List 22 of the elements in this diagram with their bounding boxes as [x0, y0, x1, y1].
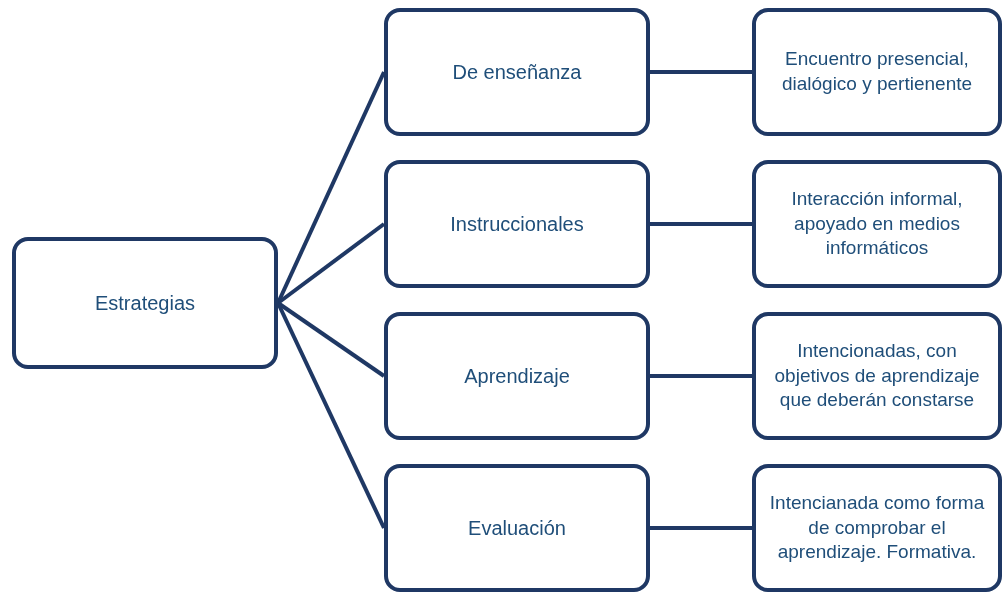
box-label: Intencionadas, con objetivos de aprendizaje que deberán constarse [773, 338, 981, 413]
box-label: Intencianada como forma de comprobar el aprendizaje. Formativa. [768, 490, 986, 565]
rounded-box [384, 464, 650, 592]
rounded-box [384, 8, 650, 136]
rounded-box [752, 312, 1002, 440]
connector-line [650, 526, 752, 530]
connector-line [650, 374, 752, 378]
box-label: Instruccionales [450, 212, 584, 237]
box-label: Interacción informal, apoyado en medios informáticos [790, 186, 964, 261]
rounded-box [384, 312, 650, 440]
connector-line [650, 70, 752, 74]
rounded-box [752, 464, 1002, 592]
rounded-box [752, 160, 1002, 288]
rounded-box [12, 237, 278, 369]
box-label: Aprendizaje [464, 364, 570, 389]
box-label: Evaluación [468, 516, 566, 541]
connector-line [650, 222, 752, 226]
box-label: De enseñanza [452, 60, 582, 85]
box-label: Encuentro presencial, dialógico y pertienente [780, 47, 974, 96]
box-label: Estrategias [94, 291, 196, 316]
rounded-box [384, 160, 650, 288]
rounded-box [752, 8, 1002, 136]
